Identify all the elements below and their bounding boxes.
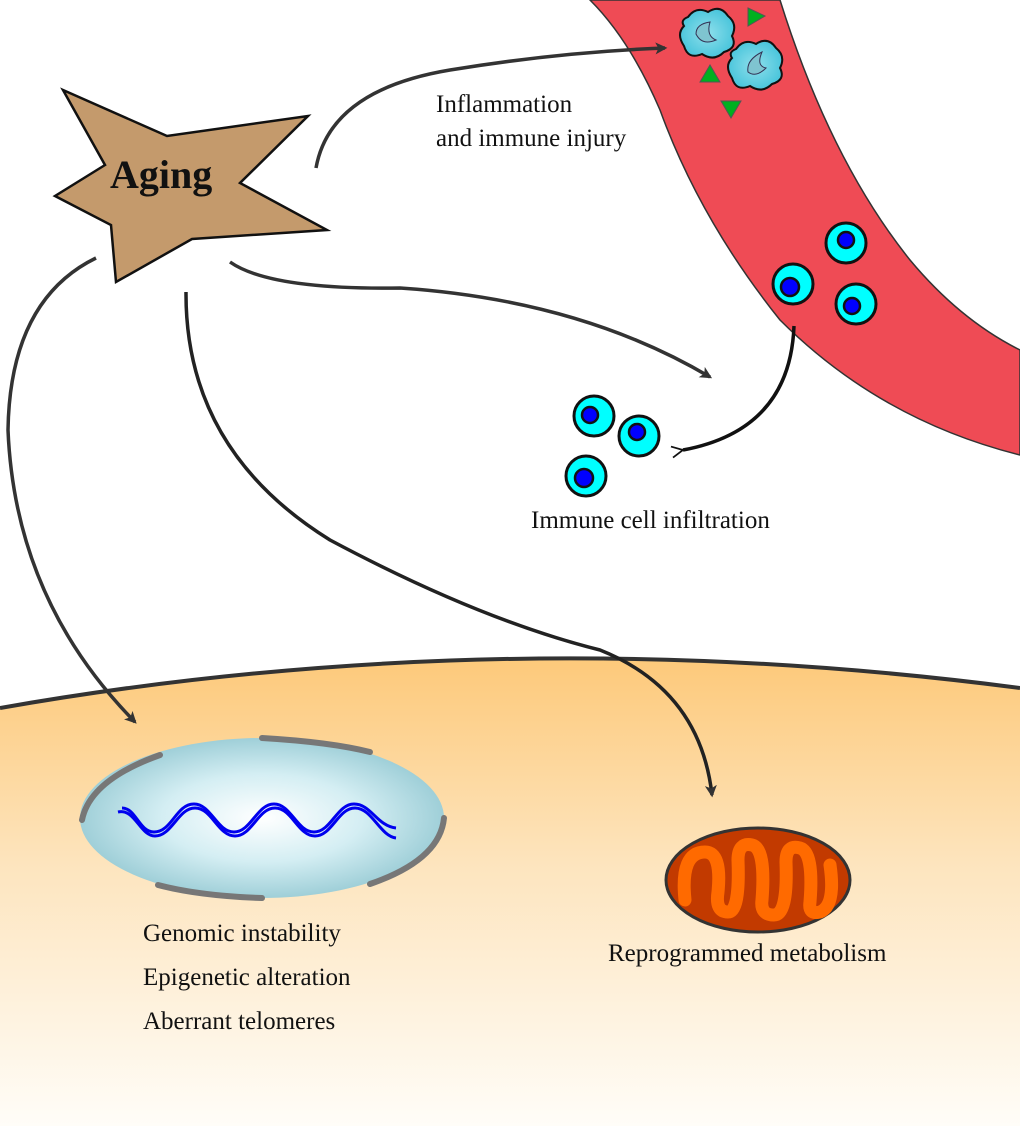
immune-cell (771, 262, 815, 306)
immune-cell (572, 394, 616, 438)
cell-body (0, 658, 1020, 1126)
cytokine-triangle (747, 7, 767, 27)
genomic-instability-label: Genomic instability (143, 920, 341, 947)
cytokine-triangle (720, 100, 742, 119)
blood-vessel (588, 0, 1020, 456)
arrow-aging-to-mitochondrion (184, 291, 717, 798)
cell-membrane (0, 656, 1020, 710)
immune-cell (824, 221, 868, 265)
cytokine-triangle (699, 64, 721, 83)
arrow-vessel-to-infiltration (683, 325, 796, 450)
immune-cell (564, 454, 608, 498)
immune-cell (617, 414, 661, 458)
inflammation-label-line2: and immune injury (436, 125, 627, 152)
mitochondrion (664, 826, 852, 934)
epigenetic-alteration-label: Epigenetic alteration (143, 964, 351, 991)
dna-helix-icon (117, 806, 397, 840)
macrophage-cell (679, 7, 736, 59)
nucleus (79, 735, 447, 901)
aging-star-shape (52, 87, 332, 285)
arrow-aging-to-inflammation (314, 42, 668, 169)
aberrant-telomeres-label: Aberrant telomeres (143, 1008, 335, 1035)
arrow-aging-to-infiltration (228, 260, 713, 379)
inflammation-label-line1: Inflammation (436, 91, 573, 118)
arrow-aging-to-nucleus (6, 256, 137, 724)
immune-cell (834, 282, 878, 326)
metabolism-label: Reprogrammed metabolism (608, 940, 887, 967)
infiltration-label: Immune cell infiltration (531, 507, 770, 534)
aging-label: Aging (110, 152, 212, 197)
macrophage-cell (727, 39, 784, 91)
